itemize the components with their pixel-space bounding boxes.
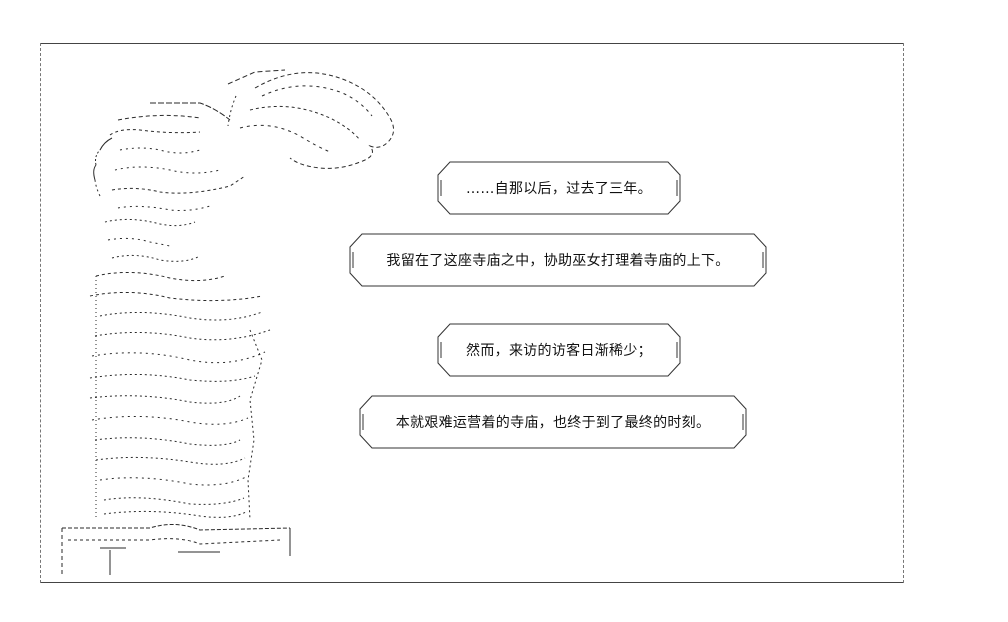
winged-statue-art xyxy=(61,69,394,575)
caption-box-1-outline xyxy=(437,161,681,215)
panel-frame-right-edge xyxy=(903,43,904,583)
caption-box-1: ……自那以后，过去了三年。 xyxy=(437,161,681,215)
caption-text-1: ……自那以后，过去了三年。 xyxy=(466,181,652,197)
caption-text-3: 然而，来访的访客日渐稀少； xyxy=(466,343,652,359)
caption-box-4: 本就艰难运营着的寺庙，也终于到了最终的时刻。 xyxy=(359,395,747,449)
caption-text-2: 我留在了这座寺庙之中，协助巫女打理着寺庙的上下。 xyxy=(386,253,730,269)
caption-box-2-outline xyxy=(349,233,767,287)
caption-box-2: 我留在了这座寺庙之中，协助巫女打理着寺庙的上下。 xyxy=(349,233,767,287)
panel-frame xyxy=(40,43,904,583)
caption-box-3-outline xyxy=(437,323,681,377)
caption-box-3: 然而，来访的访客日渐稀少； xyxy=(437,323,681,377)
caption-text-4: 本就艰难运营着的寺庙，也终于到了最终的时刻。 xyxy=(395,415,711,431)
caption-box-4-outline xyxy=(359,395,747,449)
panel-frame-left-edge xyxy=(40,43,41,583)
